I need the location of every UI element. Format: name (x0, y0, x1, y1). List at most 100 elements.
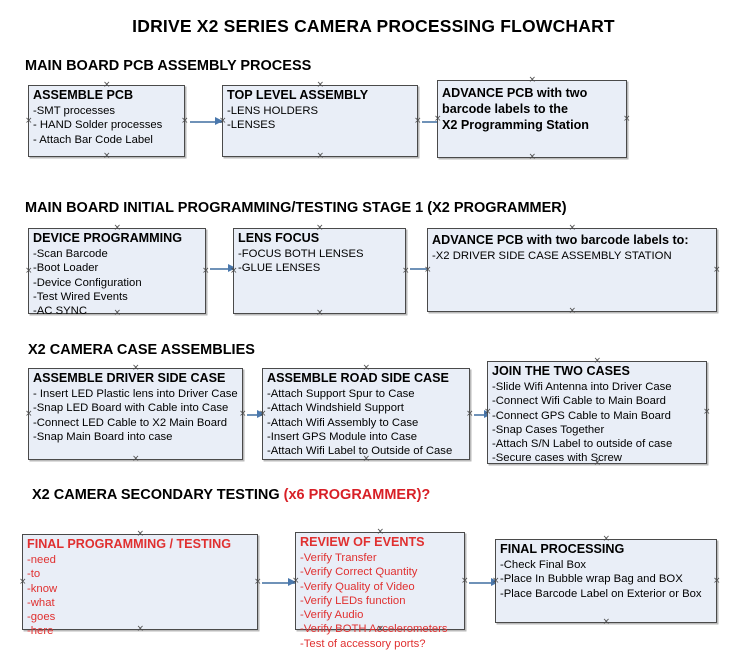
box-lens-focus-line-2: -GLUE LENSES (238, 262, 321, 275)
section-heading-4: X2 CAMERA SECONDARY TESTING (x6 PROGRAMM… (32, 487, 430, 503)
box-advance-pcb-station[interactable]: ADVANCE PCB with two barcode labels to t… (437, 80, 627, 158)
box-review-of-events-line-5: -Verify Audio (300, 609, 364, 622)
connector-handle-right[interactable] (202, 268, 209, 275)
section-heading-4-accent: (x6 PROGRAMMER)? (283, 487, 431, 503)
section-heading-1: MAIN BOARD PCB ASSEMBLY PROCESS (25, 58, 311, 74)
box-join-the-two-cases-line-4: -Snap Cases Together (492, 423, 605, 436)
box-device-programming-line-3: -Device Configuration (33, 276, 142, 289)
box-lens-focus[interactable]: LENS FOCUS -FOCUS BOTH LENSES -GLUE LENS… (233, 228, 406, 314)
connector-handle-left[interactable] (25, 268, 32, 275)
connector-handle-right[interactable] (461, 578, 468, 585)
box-final-programming-testing-line-6: -here (27, 625, 54, 638)
box-final-programming-testing-line-3: -know (27, 582, 58, 595)
box-final-processing[interactable]: FINAL PROCESSING -Check Final Box -Place… (495, 539, 717, 623)
box-advance-pcb-station-header-1: ADVANCE PCB with two (442, 86, 588, 100)
box-assemble-pcb[interactable]: ASSEMBLE PCB -SMT processes - HAND Solde… (28, 85, 185, 157)
box-review-of-events-line-2: -Verify Correct Quantity (300, 566, 418, 579)
connector-handle-right[interactable] (414, 118, 421, 125)
box-device-programming-line-2: -Boot Loader (33, 262, 99, 275)
section-heading-3-text: X2 CAMERA CASE ASSEMBLIES (28, 342, 255, 358)
box-final-processing-line-3: -Place Barcode Label on Exterior or Box (500, 587, 702, 600)
box-advance-pcb-driver-side[interactable]: ADVANCE PCB with two barcode labels to: … (427, 228, 717, 312)
box-final-programming-testing-line-1: -need (27, 554, 56, 566)
box-top-level-assembly-line-1: -LENS HOLDERS (227, 105, 319, 117)
box-assemble-road-side-case-header: ASSEMBLE ROAD SIDE CASE (267, 371, 449, 385)
box-join-the-two-cases-line-5: -Attach S/N Label to outside of case (492, 438, 673, 451)
box-assemble-pcb-line-1: -SMT processes (33, 105, 116, 117)
box-final-programming-testing-header: FINAL PROGRAMMING / TESTING (27, 537, 232, 551)
connector-handle-top[interactable] (569, 225, 576, 232)
box-advance-pcb-driver-side-line-1: -X2 DRIVER SIDE CASE ASSEMBLY STATION (432, 250, 672, 262)
connector-handle-bottom[interactable] (569, 308, 576, 315)
box-join-the-two-cases[interactable]: JOIN THE TWO CASES -Slide Wifi Antenna i… (487, 361, 707, 464)
box-assemble-road-side-case[interactable]: ASSEMBLE ROAD SIDE CASE -Attach Support … (262, 368, 470, 460)
box-join-the-two-cases-line-2: -Connect Wifi Cable to Main Board (492, 395, 666, 408)
section-heading-2: MAIN BOARD INITIAL PROGRAMMING/TESTING S… (25, 200, 567, 216)
box-review-of-events-line-4: -Verify LEDs function (300, 594, 406, 607)
box-final-processing-header: FINAL PROCESSING (500, 542, 625, 556)
connector-handle-right[interactable] (466, 411, 473, 418)
box-assemble-pcb-line-3: - Attach Bar Code Label (33, 133, 153, 146)
box-review-of-events-line-7: -Test of accessory ports? (300, 637, 426, 650)
arrow-shaft (410, 268, 435, 270)
arrow-head (288, 578, 296, 586)
box-assemble-road-side-case-line-5: -Attach Wifi Label to Outside of Case (267, 445, 453, 458)
box-final-programming-testing[interactable]: FINAL PROGRAMMING / TESTING -need -to -k… (19, 534, 261, 637)
box-final-programming-testing-line-5: -goes (27, 611, 56, 624)
connector-handle-right[interactable] (713, 578, 720, 585)
box-assemble-pcb-line-2: - HAND Solder processes (33, 119, 163, 132)
connector-handle-bottom[interactable] (317, 153, 324, 160)
connector-handle-left[interactable] (25, 118, 32, 125)
box-final-programming-testing-line-2: -to (27, 568, 41, 581)
box-advance-pcb-driver-side-header: ADVANCE PCB with two barcode labels to: (432, 233, 689, 247)
connector-handle-top[interactable] (529, 77, 536, 84)
section-heading-3: X2 CAMERA CASE ASSEMBLIES (28, 342, 255, 358)
connector-handle-bottom[interactable] (529, 154, 536, 161)
box-join-the-two-cases-header: JOIN THE TWO CASES (492, 364, 630, 378)
connector-handle-right[interactable] (713, 267, 720, 274)
box-assemble-driver-side-case-line-3: -Connect LED Cable to X2 Main Board (33, 416, 228, 429)
arrow-head (257, 410, 265, 418)
arrow-shaft (262, 582, 296, 584)
box-top-level-assembly[interactable]: TOP LEVEL ASSEMBLY -LENS HOLDERS -LENSES (222, 85, 418, 157)
box-top-level-assembly-line-2: -LENSES (227, 119, 276, 132)
connector-handle-right[interactable] (254, 579, 261, 586)
connector-handle-right[interactable] (703, 409, 710, 416)
connector-handle-right[interactable] (623, 116, 630, 123)
section-heading-2-text: MAIN BOARD INITIAL PROGRAMMING/TESTING S… (25, 200, 567, 216)
section-heading-4-text: X2 CAMERA SECONDARY TESTING (32, 487, 284, 503)
arrow-head (228, 264, 236, 272)
box-join-the-two-cases-line-6: -Secure cases with Screw (492, 452, 622, 465)
connector-handle-bottom[interactable] (316, 310, 323, 317)
connector-handle-right[interactable] (181, 118, 188, 125)
box-review-of-events-header: REVIEW OF EVENTS (300, 535, 425, 549)
box-device-programming[interactable]: DEVICE PROGRAMMING -Scan Barcode -Boot L… (25, 228, 209, 317)
box-final-processing-line-1: -Check Final Box (500, 559, 587, 571)
connector-handle-left[interactable] (25, 411, 32, 418)
connector-handle-bottom[interactable] (603, 619, 610, 626)
box-assemble-road-side-case-line-1: -Attach Support Spur to Case (267, 388, 415, 400)
box-assemble-driver-side-case-header: ASSEMBLE DRIVER SIDE CASE (33, 371, 226, 385)
page-title: IDRIVE X2 SERIES CAMERA PROCESSING FLOWC… (132, 16, 615, 36)
arrow-shaft (210, 268, 236, 270)
arrow-head (215, 117, 223, 125)
box-assemble-driver-side-case-line-4: -Snap Main Board into case (33, 430, 173, 443)
connector-handle-bottom[interactable] (132, 456, 139, 463)
box-review-of-events[interactable]: REVIEW OF EVENTS -Verify Transfer -Verif… (295, 532, 468, 650)
box-review-of-events-line-3: -Verify Quality of Video (300, 580, 415, 593)
box-final-programming-testing-line-4: -what (27, 596, 55, 609)
connector-handle-right[interactable] (239, 411, 246, 418)
arrow-3-1 (247, 410, 265, 419)
box-lens-focus-line-1: -FOCUS BOTH LENSES (238, 248, 364, 260)
box-final-processing-line-2: -Place In Bubble wrap Bag and BOX (500, 573, 683, 586)
box-advance-pcb-station-header-3: X2 Programming Station (442, 118, 589, 132)
arrow-4-1 (262, 578, 296, 587)
connector-handle-left[interactable] (19, 579, 26, 586)
connector-handle-right[interactable] (402, 268, 409, 275)
box-join-the-two-cases-line-3: -Connect GPS Cable to Main Board (492, 409, 671, 422)
box-assemble-road-side-case-line-2: -Attach Windshield Support (267, 402, 404, 415)
box-assemble-driver-side-case[interactable]: ASSEMBLE DRIVER SIDE CASE - Insert LED P… (28, 368, 243, 460)
connector-handle-bottom[interactable] (103, 153, 110, 160)
section-heading-1-text: MAIN BOARD PCB ASSEMBLY PROCESS (25, 58, 312, 74)
